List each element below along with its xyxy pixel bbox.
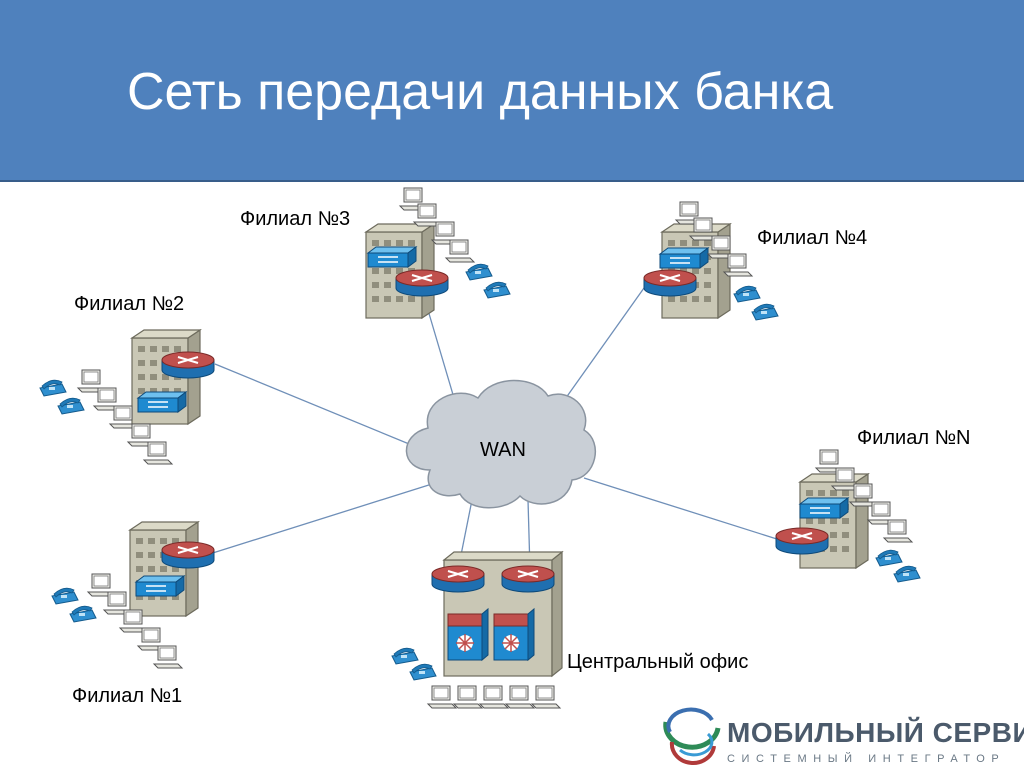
- branch4-site: [643, 201, 779, 321]
- branch4-label: Филиал №4: [757, 227, 868, 249]
- branch1-site: [51, 521, 215, 669]
- logo-name: МОБИЛЬНЫЙ СЕРВИС: [727, 717, 1024, 748]
- link-branch2: [214, 363, 415, 447]
- slide-title: Сеть передачи данных банка: [127, 63, 834, 121]
- title-banner: Сеть передачи данных банка: [0, 0, 1024, 182]
- link-branch1: [199, 483, 433, 558]
- branchN-label: Филиал №N: [857, 427, 971, 449]
- central-office-label: Центральный офис: [567, 651, 749, 673]
- wan-label: WAN: [480, 439, 526, 461]
- branch2-label: Филиал №2: [74, 293, 185, 315]
- link-branchN: [583, 477, 781, 541]
- link-branch4: [562, 287, 645, 403]
- wan-cloud: [405, 379, 597, 509]
- branch1-label: Филиал №1: [72, 685, 183, 707]
- branch3-site: [365, 187, 511, 319]
- logo-tagline: СИСТЕМНЫЙ ИНТЕГРАТОР: [727, 753, 1006, 765]
- logo-mark: [663, 707, 721, 765]
- link-branch3: [424, 299, 455, 399]
- branchN-site: [775, 449, 921, 583]
- branch3-label: Филиал №3: [240, 208, 351, 230]
- central-office-site: [391, 550, 564, 709]
- branch2-site: [39, 329, 215, 465]
